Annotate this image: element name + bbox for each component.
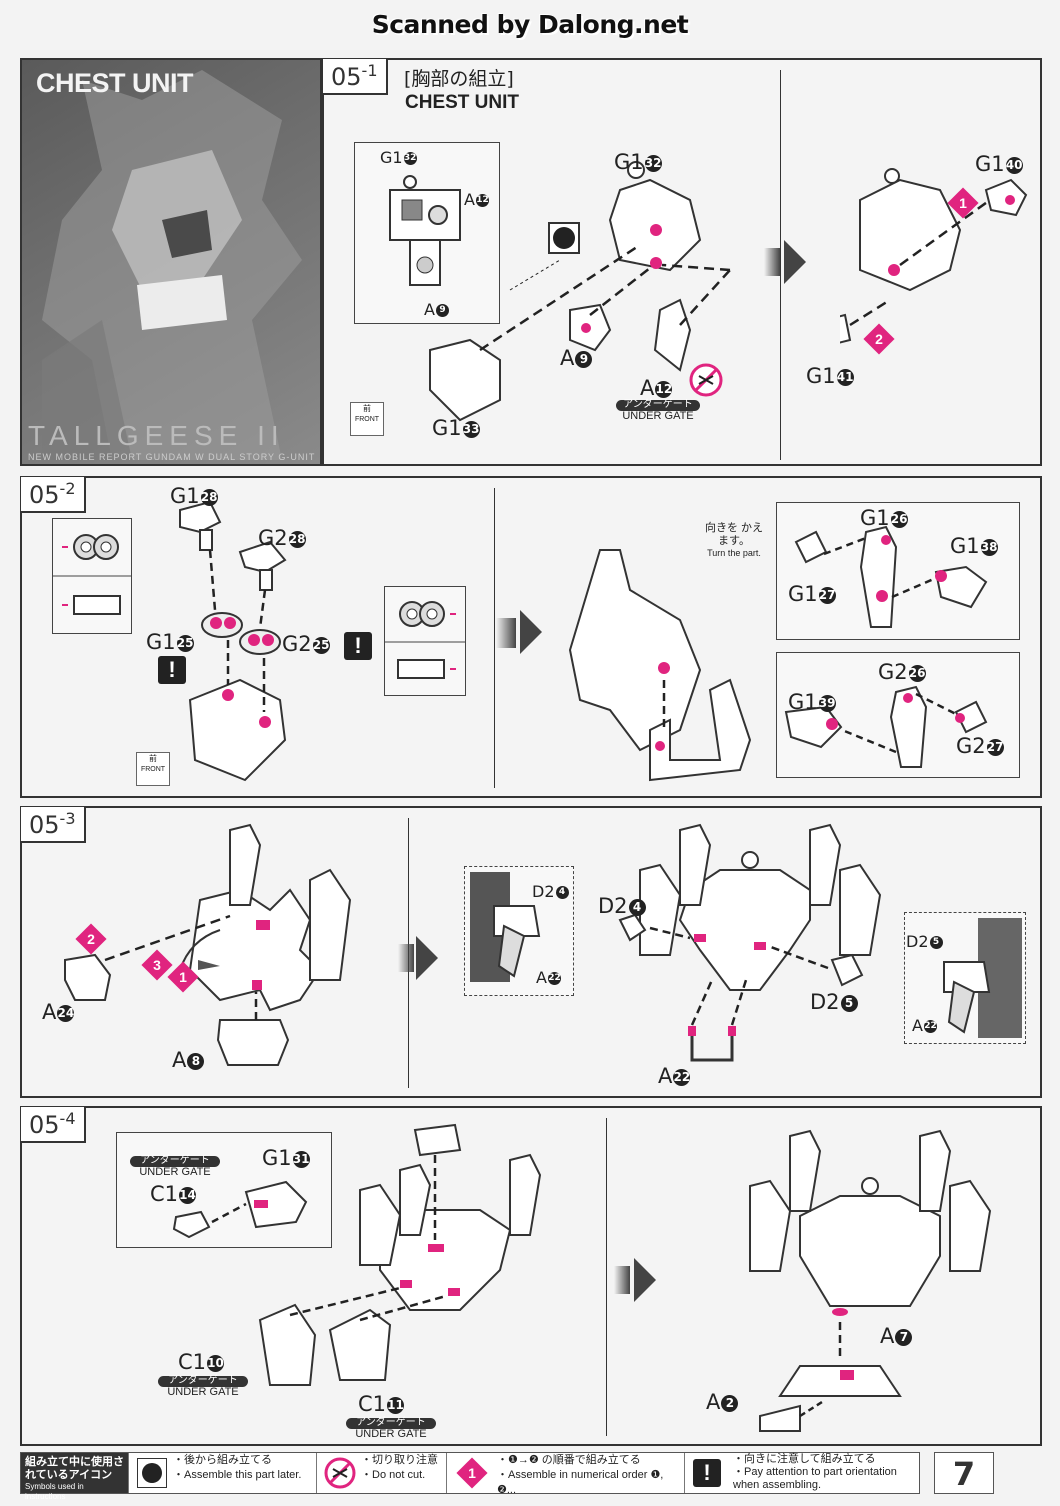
do-not-cut-legend-icon xyxy=(324,1457,356,1489)
order-marker-1-05-3: 1 xyxy=(167,961,199,993)
label-c1-14: C114 xyxy=(150,1182,197,1206)
label-g1-31: G131 xyxy=(262,1146,310,1170)
hero-silhouette xyxy=(42,70,302,460)
label-g1-33: G133 xyxy=(432,416,480,440)
do-not-cut-icon xyxy=(689,363,723,397)
step-05-2-left-parts xyxy=(179,500,287,782)
step-arrow-05-1 xyxy=(784,240,806,284)
symbol-legend: 組み立て中に使用されているアイコン Symbols used in instru… xyxy=(20,1452,920,1501)
label-g1-27: G127 xyxy=(788,582,836,606)
d2-4-inset-drawing xyxy=(470,872,541,982)
orientation-inset-left-drawing xyxy=(52,534,132,615)
orientation-warning-right: ! xyxy=(344,632,372,660)
step-arrow-05-2-bar xyxy=(496,618,516,648)
label-a22-inset-right: A22 xyxy=(912,1016,937,1035)
legend-assemble-later: ・後から組み立てる ・Assemble this part later. xyxy=(129,1453,317,1493)
label-g1-32: G132 xyxy=(614,150,662,174)
step-05-1-result xyxy=(840,168,1028,344)
step-05-2-center xyxy=(568,549,752,782)
step-arrow-05-3-bar xyxy=(398,944,414,972)
label-g1-40: G140 xyxy=(975,152,1023,176)
step-arrow-05-4 xyxy=(634,1258,656,1302)
step-arrow-05-3 xyxy=(416,936,438,980)
legend-numerical-order: 1 ・❶→❷ の順番で組み立てる ・Assemble in numerical … xyxy=(447,1453,685,1496)
label-g1-39: G139 xyxy=(788,690,836,714)
watermark: Scanned by Dalong.net xyxy=(371,10,689,39)
label-a22-inset-left: A22 xyxy=(536,968,561,987)
label-a22: A22 xyxy=(658,1064,691,1088)
c1-14-inset-drawing xyxy=(172,1180,308,1239)
label-a12: A12 xyxy=(640,376,673,400)
d2-5-inset-drawing xyxy=(943,918,1022,1038)
step-05-3-tab: 05-3 xyxy=(21,807,86,843)
step-05-4-result xyxy=(749,1129,992,1432)
hero-title: CHEST UNIT xyxy=(36,68,194,98)
step-05-1-tab: 05-1 xyxy=(323,59,388,95)
order-marker-2-05-1: 2 xyxy=(863,323,895,355)
step-05-1-parts xyxy=(429,161,731,422)
legend-heading: 組み立て中に使用されているアイコン Symbols used in instru… xyxy=(21,1453,129,1501)
label-g1-38: G138 xyxy=(950,534,998,558)
label-a12-inset: A12 xyxy=(464,190,489,209)
step-05-4-tab: 05-4 xyxy=(21,1107,86,1143)
assemble-later-legend-icon xyxy=(137,1458,167,1488)
label-c1-10: C110 xyxy=(178,1350,225,1374)
step-05-2-divider xyxy=(494,488,495,788)
label-c1-11: C111 xyxy=(358,1392,405,1416)
step-05-1-divider xyxy=(780,70,781,460)
label-g1-32-inset: G132 xyxy=(380,148,417,167)
order-marker-1-05-1: 1 xyxy=(947,187,979,219)
assemble-later-icon xyxy=(548,222,580,254)
hero-caption-small: NEW MOBILE REPORT GUNDAM W DUAL STORY G-… xyxy=(28,452,316,462)
label-g2-26: G226 xyxy=(878,660,926,684)
label-g2-27: G227 xyxy=(956,734,1004,758)
label-g1-28: G128 xyxy=(170,484,218,508)
step-05-4-divider xyxy=(606,1118,607,1436)
turn-part-note: 向きを かえます。Turn the part. xyxy=(704,522,764,559)
step-05-3-left-drawing xyxy=(64,823,352,1066)
legend-do-not-cut: ・切り取り注意 ・Do not cut. xyxy=(317,1453,447,1493)
hero-caption: TALLGEESE II xyxy=(28,420,285,451)
step-05-4-left-drawing xyxy=(258,1123,542,1386)
inset-part-drawing xyxy=(389,175,461,286)
orientation-warning-left: ! xyxy=(158,656,186,684)
order-marker-legend-icon: 1 xyxy=(456,1457,488,1489)
step-arrow-05-4-bar xyxy=(614,1266,630,1294)
step-05-3-center-drawing xyxy=(618,823,882,1062)
right-arm-inset-top-drawing xyxy=(794,525,988,628)
order-marker-2-05-3: 2 xyxy=(75,923,107,955)
hero-image: CHEST UNIT TALLGEESE II NEW MOBILE REPOR… xyxy=(20,58,322,466)
label-g2-28: G228 xyxy=(258,526,306,550)
orientation-legend-icon: ! xyxy=(693,1459,721,1487)
page-number: 7 xyxy=(934,1452,994,1494)
step-05-1-title-en: CHEST UNIT xyxy=(405,92,519,113)
orientation-inset-right-drawing xyxy=(384,601,466,679)
step-05-2-tab: 05-2 xyxy=(21,477,86,513)
label-a24: A24 xyxy=(42,1000,75,1024)
label-g1-25: G125 xyxy=(146,630,194,654)
step-05-1-title-jp: [胸部の組立] xyxy=(404,68,514,90)
step-arrow-05-1-bar xyxy=(764,248,780,276)
label-g2-25: G225 xyxy=(282,632,330,656)
legend-orientation: ! ・向きに注意して組み立てる ・Pay attention to part o… xyxy=(685,1453,919,1493)
label-g1-41: G141 xyxy=(806,364,854,388)
step-arrow-05-2 xyxy=(520,610,542,654)
right-arm-inset-bottom-drawing xyxy=(784,685,988,768)
label-g1-26: G126 xyxy=(860,506,908,530)
